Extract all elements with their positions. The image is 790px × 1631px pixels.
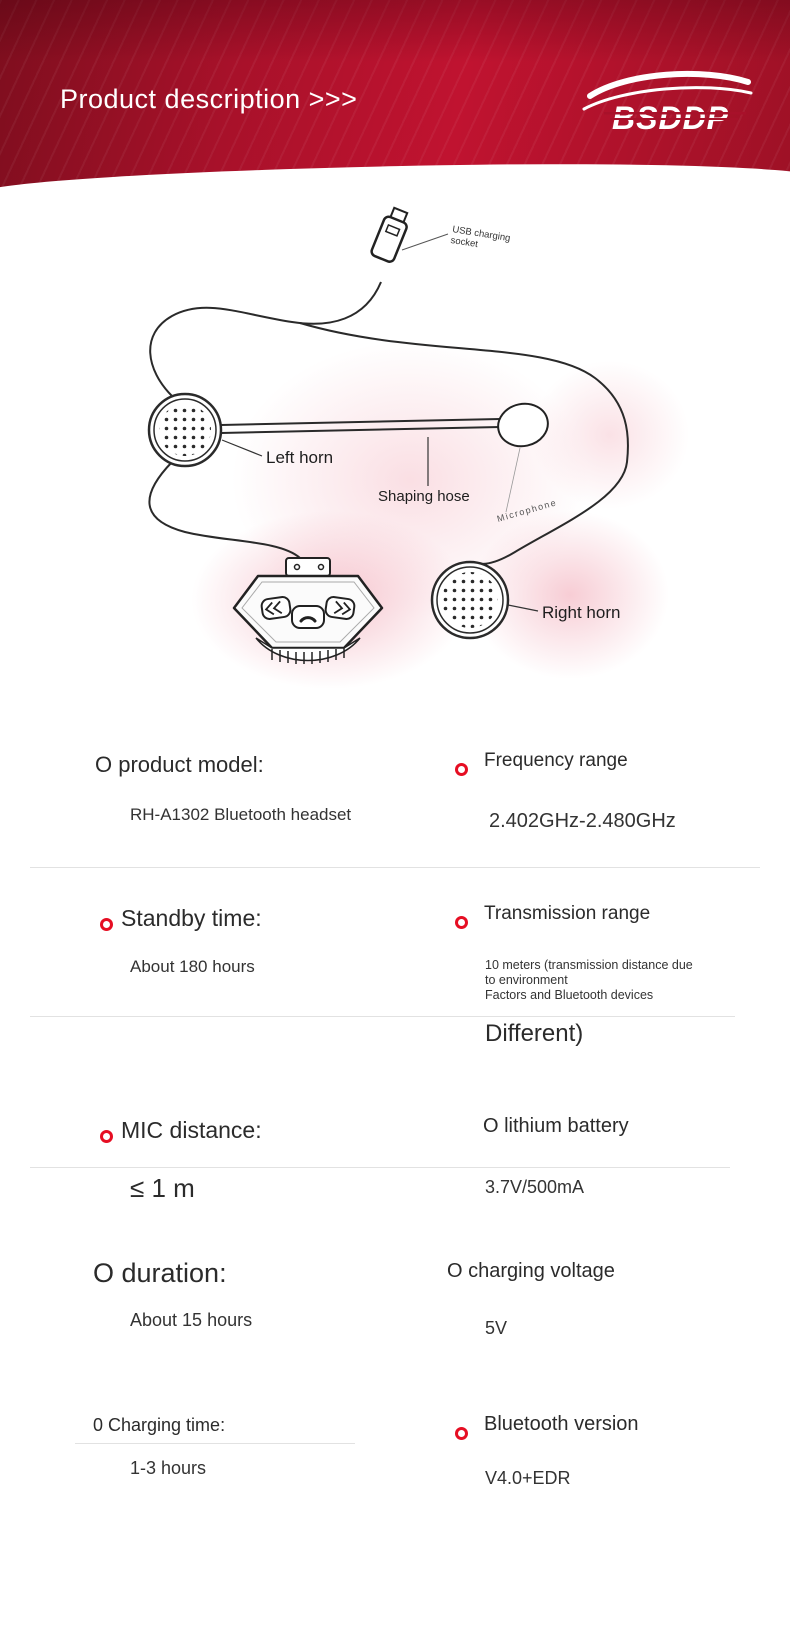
logo-speedline-icon	[604, 112, 746, 115]
label-shaping-hose: Shaping hose	[378, 488, 470, 505]
specs-section: O product model: RH-A1302 Bluetooth head…	[0, 690, 790, 1631]
divider-line	[30, 1167, 730, 1168]
logo-speedline-icon	[610, 118, 738, 120]
control-unit	[232, 557, 384, 664]
spec-transmission-line4: Different)	[485, 1020, 584, 1047]
usb-label-leader	[401, 233, 449, 251]
spec-charging-time-value: 1-3 hours	[130, 1458, 207, 1478]
spec-frequency-title: Frequency range	[484, 750, 628, 771]
label-usb-line2: socket	[450, 235, 479, 250]
header-bottom-curve	[0, 158, 790, 190]
red-ring-icon	[455, 1427, 468, 1440]
microphone-icon	[497, 402, 549, 448]
shaping-hose-line	[220, 426, 501, 434]
spec-charging-voltage-title: O charging voltage	[447, 1260, 615, 1282]
divider-line	[30, 867, 760, 868]
spec-bluetooth-title: Bluetooth version	[484, 1413, 639, 1435]
spec-mic-distance-value: ≤ 1 m	[130, 1173, 195, 1203]
microphone-label-leader	[505, 447, 521, 513]
spec-frequency-value: 2.402GHz-2.480GHz	[489, 810, 676, 832]
spec-standby-title: Standby time:	[121, 905, 262, 931]
spec-mic-distance-title: MIC distance:	[121, 1117, 262, 1143]
control-wire	[148, 461, 301, 559]
product-diagram: USB charging socket Microphone Left horn…	[0, 190, 790, 690]
logo-swoosh-icon	[587, 70, 751, 99]
headset-illustration: USB charging socket Microphone Left horn…	[147, 206, 629, 664]
spec-battery-value: 3.7V/500mA	[485, 1177, 585, 1197]
usb-plug-icon	[370, 206, 409, 263]
red-ring-icon	[455, 763, 468, 776]
page-header: Product description >>> BSDDP	[0, 0, 790, 190]
spec-duration-title: O duration:	[93, 1258, 227, 1288]
spec-charging-time-title: 0 Charging time:	[93, 1415, 226, 1435]
control-unit-ribs	[271, 648, 345, 664]
spec-charging-voltage-value: 5V	[485, 1318, 508, 1338]
left-horn-leader	[221, 439, 263, 457]
right-horn-leader	[507, 604, 539, 612]
spec-bluetooth-value: V4.0+EDR	[485, 1468, 571, 1488]
spec-standby-value: About 180 hours	[130, 957, 255, 976]
shaping-hose-line	[220, 418, 501, 426]
label-left-horn: Left horn	[266, 448, 333, 467]
right-horn-wire	[299, 322, 629, 565]
usb-wire	[149, 281, 382, 397]
spec-transmission-line2: to environment	[485, 973, 568, 987]
red-ring-icon	[455, 916, 468, 929]
red-ring-icon	[100, 1130, 113, 1143]
spec-duration-value: About 15 hours	[130, 1310, 253, 1330]
next-button-icon	[324, 596, 356, 620]
spec-product-model-title: O product model:	[95, 752, 264, 777]
spec-transmission-line1: 10 meters (transmission distance due	[485, 958, 693, 972]
call-button-icon	[291, 605, 325, 629]
divider-line	[75, 1443, 355, 1444]
spec-transmission-line3: Factors and Bluetooth devices	[485, 988, 654, 1002]
page-title: Product description >>>	[60, 84, 358, 114]
red-ring-icon	[100, 918, 113, 931]
spec-battery-title: O lithium battery	[483, 1115, 629, 1137]
prev-button-icon	[260, 596, 292, 620]
right-horn-speaker	[430, 560, 510, 640]
divider-line	[30, 1016, 735, 1017]
spec-transmission-title: Transmission range	[484, 903, 651, 924]
left-horn-speaker	[147, 392, 223, 468]
label-right-horn: Right horn	[542, 603, 620, 622]
logo-swoosh-thin-icon	[582, 86, 753, 111]
spec-product-model-value: RH-A1302 Bluetooth headset	[130, 805, 352, 824]
brand-logo: BSDDP	[582, 70, 753, 136]
label-microphone: Microphone	[496, 497, 558, 524]
